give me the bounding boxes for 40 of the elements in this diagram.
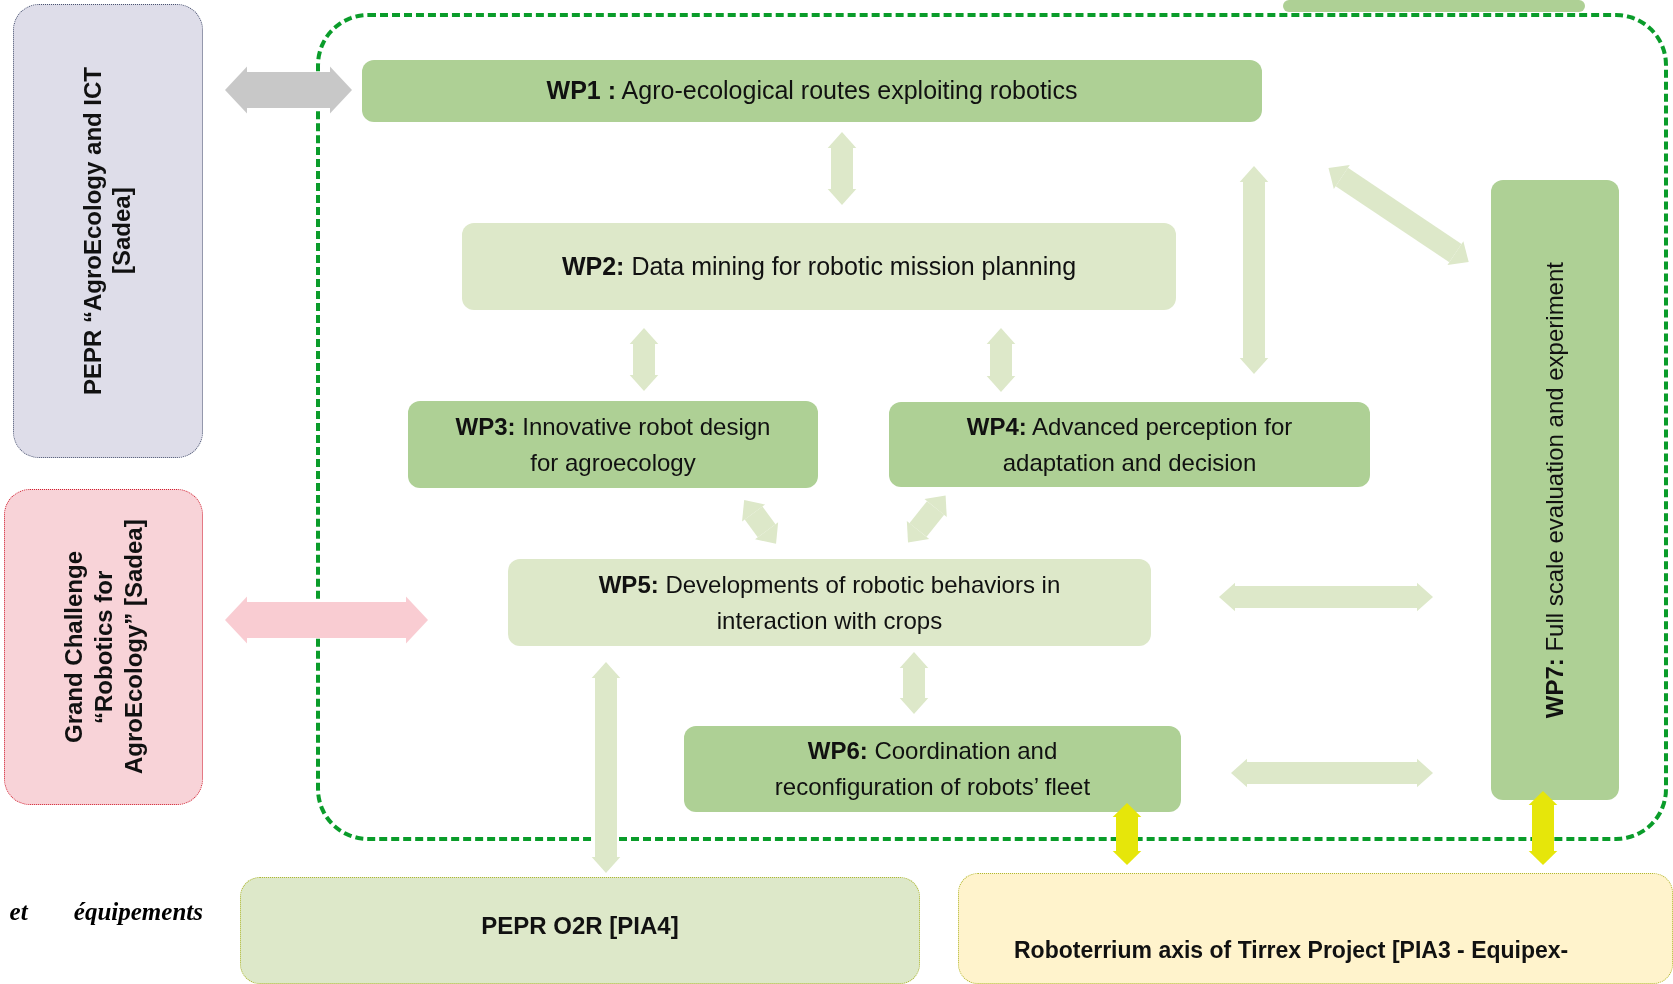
double-arrow [225, 596, 428, 644]
project-label: Roboterrium axis of Tirrex Project [PIA3 - Equipex- [1014, 936, 1569, 966]
work-package-box [1283, 0, 1585, 12]
project-label: Grand Challenge “Robotics for AgroEcology” [Sadea] [58, 518, 148, 777]
double-arrow [225, 66, 352, 114]
work-package-label: WP3: Innovative robot design for agroecology [454, 411, 772, 478]
work-package-label: WP1 : Agro-ecological routes exploiting robotics [546, 75, 1078, 107]
work-package-box [462, 223, 1176, 310]
work-package-box [1491, 180, 1619, 800]
double-arrow [906, 495, 947, 543]
work-package-label: WP4: Advanced perception for adaptation and decision [965, 411, 1294, 478]
work-package-box [508, 559, 1151, 646]
double-arrow [1219, 582, 1433, 612]
double-arrow [827, 132, 857, 205]
work-package-label: WP7: Full scale evaluation and experiment [1540, 261, 1569, 719]
project-label: PEPR “AgroEcology and ICT [Sadea] [79, 66, 136, 397]
dashed-boundary [316, 13, 1668, 841]
project-box [240, 877, 920, 984]
double-arrow [1328, 165, 1469, 265]
project-label: PEPR O2R [PIA4] [481, 910, 679, 941]
double-arrow [1239, 166, 1269, 374]
double-arrow [742, 500, 779, 544]
work-package-box [408, 401, 818, 488]
double-arrow [1231, 758, 1433, 788]
double-arrow [591, 662, 621, 873]
double-arrow [629, 328, 659, 391]
double-arrow [986, 328, 1016, 392]
partner-box [13, 4, 203, 458]
double-arrow [1528, 791, 1558, 865]
work-package-box [684, 726, 1181, 812]
partner-box [4, 489, 203, 805]
work-package-box [889, 402, 1370, 487]
double-arrow [899, 652, 929, 714]
double-arrow [1112, 803, 1142, 865]
work-package-label: WP5: Developments of robotic behaviors in interaction with crops [597, 569, 1062, 636]
project-box [958, 873, 1673, 984]
work-package-label: WP2: Data mining for robotic mission planning [561, 250, 1077, 282]
work-package-label: WP6: Coordination and reconfiguration of robots’ fleet [773, 736, 1092, 802]
work-package-box [362, 60, 1262, 122]
note-text: et équipements [8, 898, 203, 926]
